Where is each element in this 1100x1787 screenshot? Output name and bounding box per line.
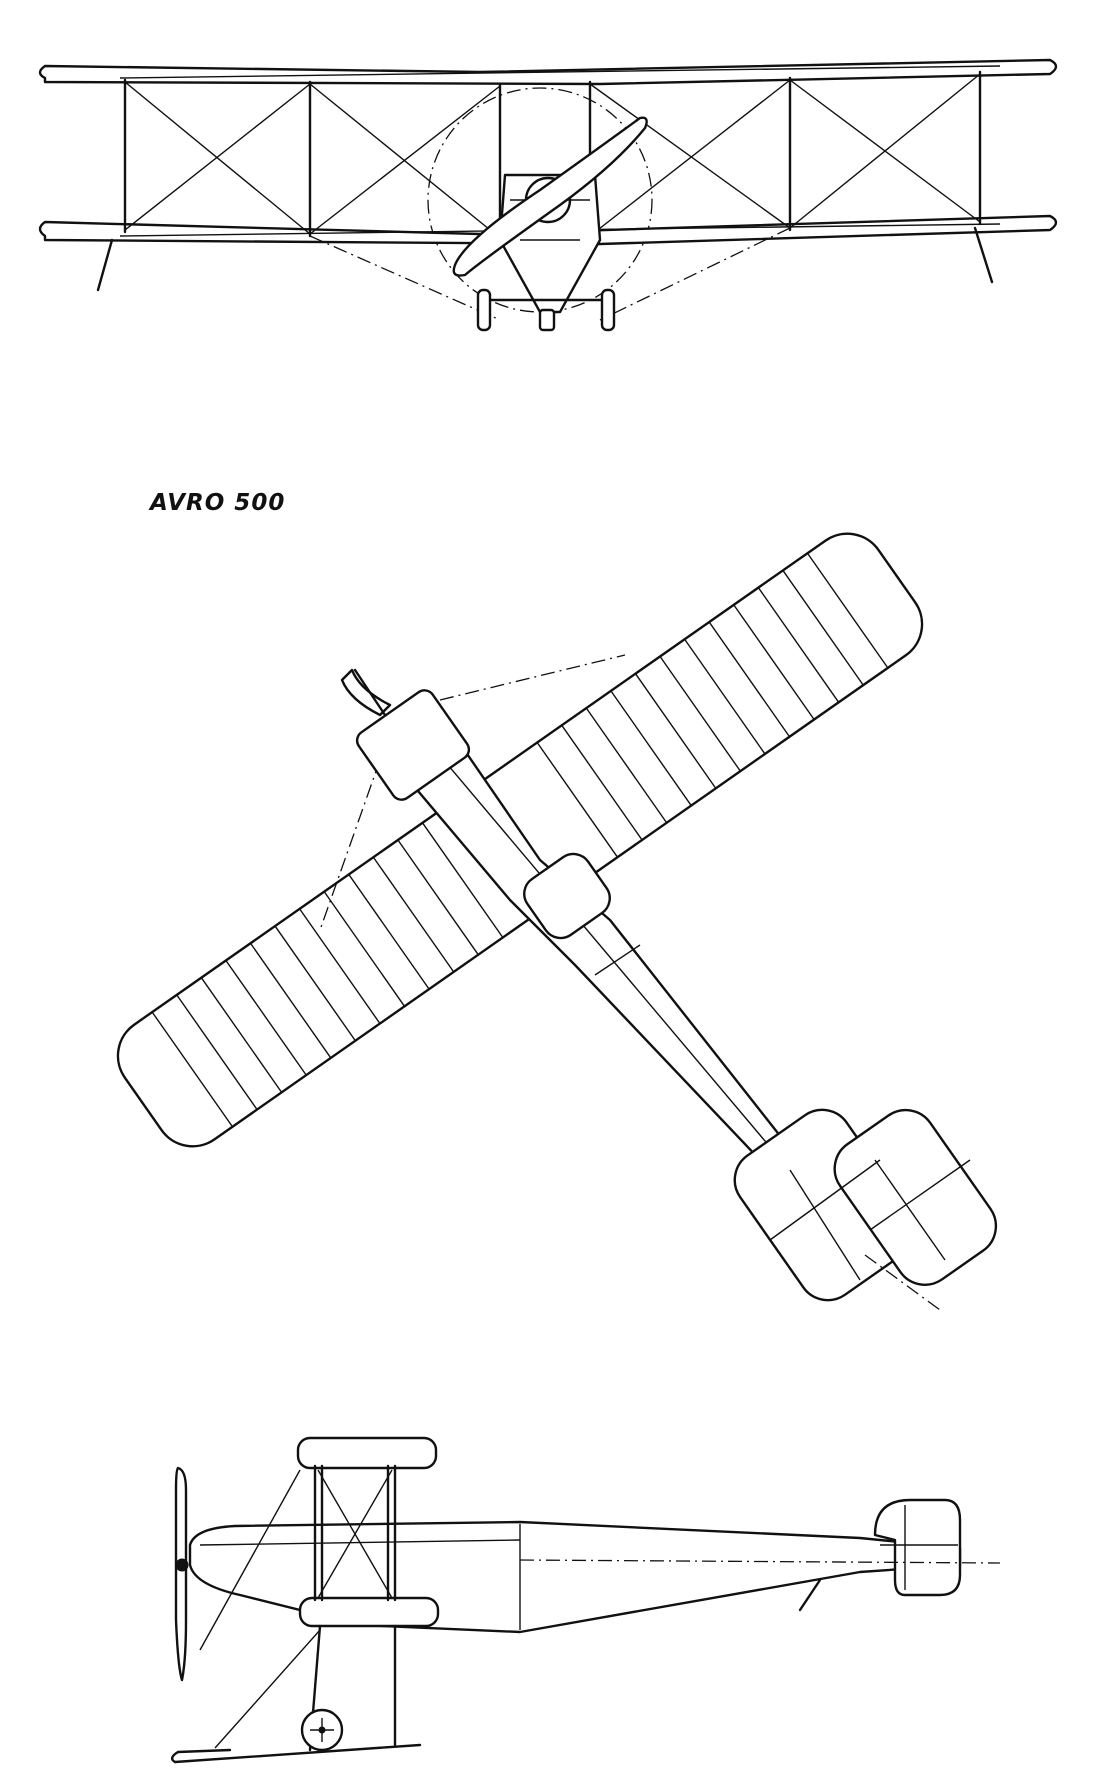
propeller-side bbox=[174, 1466, 188, 1682]
tail-side bbox=[519, 1498, 1001, 1612]
drawing-title: AVRO 500 bbox=[150, 490, 286, 516]
landing-gear-side bbox=[170, 1624, 422, 1764]
lower-wing-side bbox=[298, 1596, 440, 1628]
landing-gear-front bbox=[96, 226, 994, 332]
tailplane-plan bbox=[733, 1108, 998, 1311]
plan-view bbox=[116, 532, 998, 1311]
lower-wing-front bbox=[38, 214, 1058, 246]
cockpit-opening bbox=[523, 852, 611, 940]
interplane-struts-side bbox=[199, 1464, 397, 1651]
engine-cowl-plan bbox=[355, 689, 471, 801]
propeller-blade bbox=[452, 116, 648, 277]
propeller-hub-plan bbox=[340, 668, 392, 717]
front-view bbox=[38, 58, 1058, 332]
side-view bbox=[170, 1436, 1001, 1764]
wing-ribs bbox=[151, 552, 889, 1128]
upper-wing-side bbox=[296, 1436, 438, 1470]
bracing-wires bbox=[124, 73, 981, 321]
